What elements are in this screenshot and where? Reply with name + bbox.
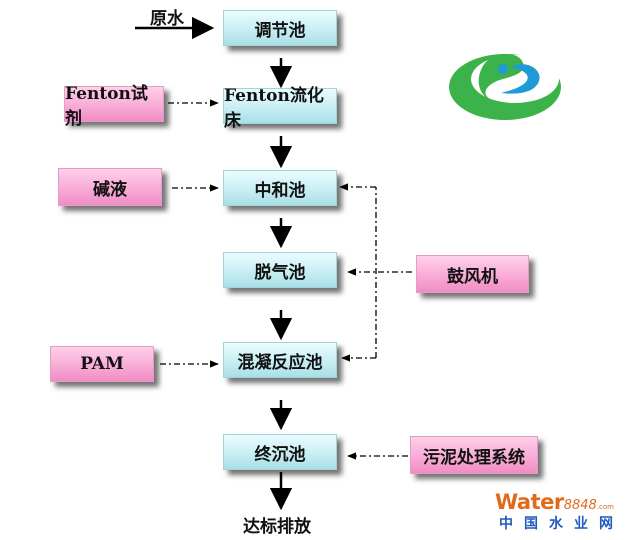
neutralization-tank: 中和池: [223, 170, 337, 206]
coagulation-reaction-tank: 混凝反应池: [223, 342, 337, 378]
watermark-brand: Water: [495, 490, 564, 514]
watermark: Water8848.com 中国水业网: [495, 490, 620, 532]
blower-box: 鼓风机: [416, 255, 529, 293]
alkali-box: 碱液: [58, 168, 162, 206]
pam-box: PAM: [50, 346, 154, 382]
final-settling-tank: 终沉池: [223, 434, 337, 470]
company-logo: [449, 54, 561, 120]
raw-water-label: 原水: [150, 9, 184, 29]
watermark-number: 8848: [563, 498, 597, 513]
sludge-treatment-box: 污泥处理系统: [410, 436, 538, 474]
fenton-fluidized-bed: Fenton流化床: [223, 86, 337, 131]
degassing-tank: 脱气池: [223, 252, 337, 288]
equalization-tank: 调节池: [223, 10, 337, 46]
watermark-site-name: 中国水业网: [499, 516, 624, 532]
fenton-reagent-box: Fenton试剂: [64, 84, 164, 129]
watermark-domain: .com: [596, 503, 615, 511]
discharge-label: 达标排放: [243, 517, 311, 537]
